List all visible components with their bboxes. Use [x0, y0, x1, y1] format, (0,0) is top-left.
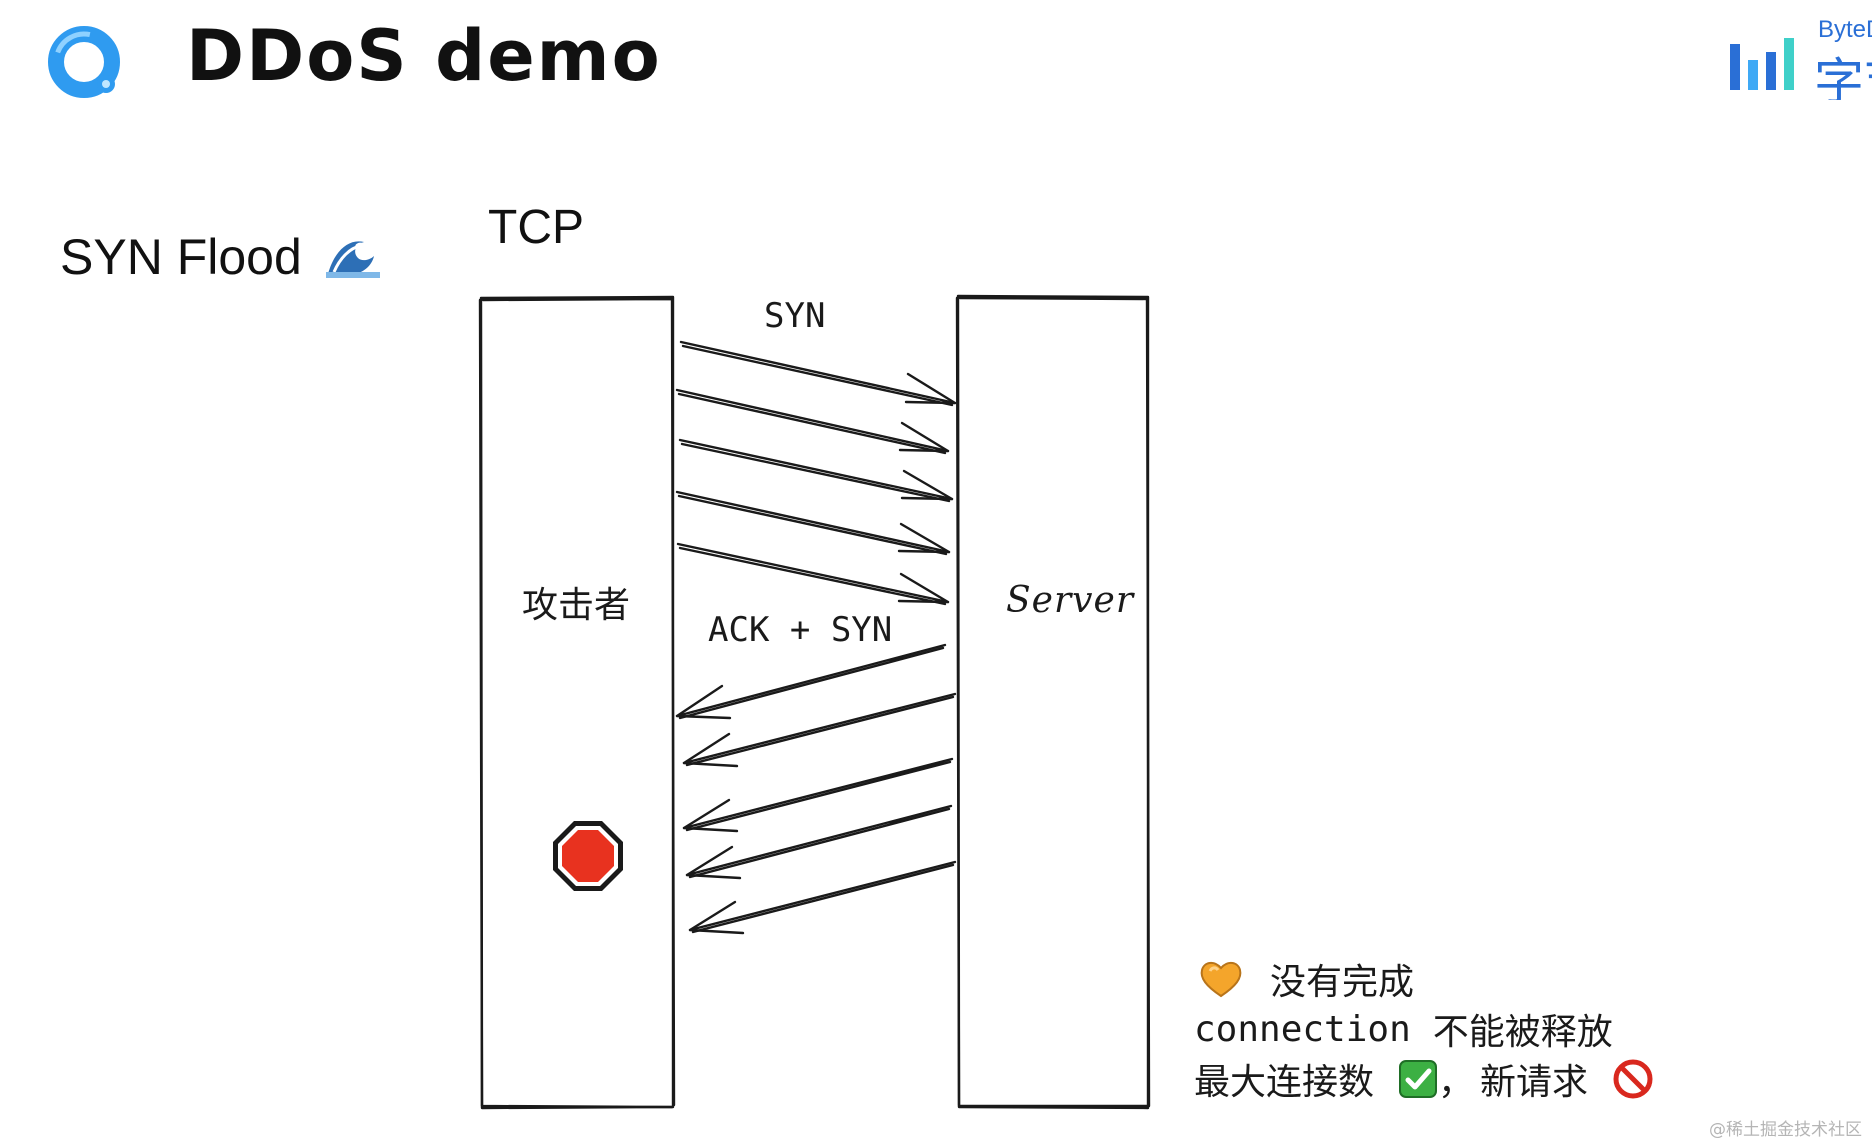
server-label: Server [1006, 580, 1135, 621]
notes: 没有完成 connection 不能被释放 最大连接数 ， 新请求 [1194, 954, 1654, 1104]
note-separator: ， [1438, 1062, 1475, 1103]
brand-name-cn: 字节 [1814, 53, 1872, 100]
check-mark-icon [1399, 1060, 1438, 1098]
server-box [955, 294, 1151, 1110]
attacker-label: 攻击者 [522, 585, 631, 626]
bar-chart-logo-icon [1730, 38, 1794, 90]
note-text-3b: 新请求 [1480, 1062, 1589, 1103]
watermark: @稀土掘金技术社区 [1709, 1120, 1862, 1140]
syn-arrows [675, 340, 957, 606]
wave-icon [325, 241, 380, 278]
orange-heart-icon [1200, 962, 1242, 998]
syn-label: SYN [764, 296, 826, 336]
page-title: DDoS demo [186, 15, 662, 97]
brand-name: ByteD [1818, 16, 1872, 43]
note-line-2: connection 不能被释放 [1194, 1004, 1654, 1054]
note-line-1: 没有完成 [1194, 954, 1654, 1004]
stop-sign-icon [553, 821, 623, 891]
brand-logo: ByteD 字节 [1726, 16, 1872, 100]
note-line-3: 最大连接数 ， 新请求 [1194, 1054, 1654, 1104]
note-text-1: 没有完成 [1270, 962, 1415, 1003]
ring-logo-icon [48, 26, 120, 98]
attacker-box [478, 295, 676, 1110]
note-text-2: 不能被释放 [1432, 1012, 1613, 1053]
note-text-3a: 最大连接数 [1194, 1062, 1375, 1103]
prohibited-icon [1613, 1059, 1653, 1099]
note-code-connection: connection [1194, 1008, 1411, 1050]
section-title: SYN Flood [60, 228, 380, 286]
protocol-label: TCP [488, 201, 584, 254]
ack-syn-label: ACK + SYN [708, 610, 893, 650]
ack-syn-arrows [675, 643, 957, 935]
section-title-text: SYN Flood [60, 229, 302, 285]
